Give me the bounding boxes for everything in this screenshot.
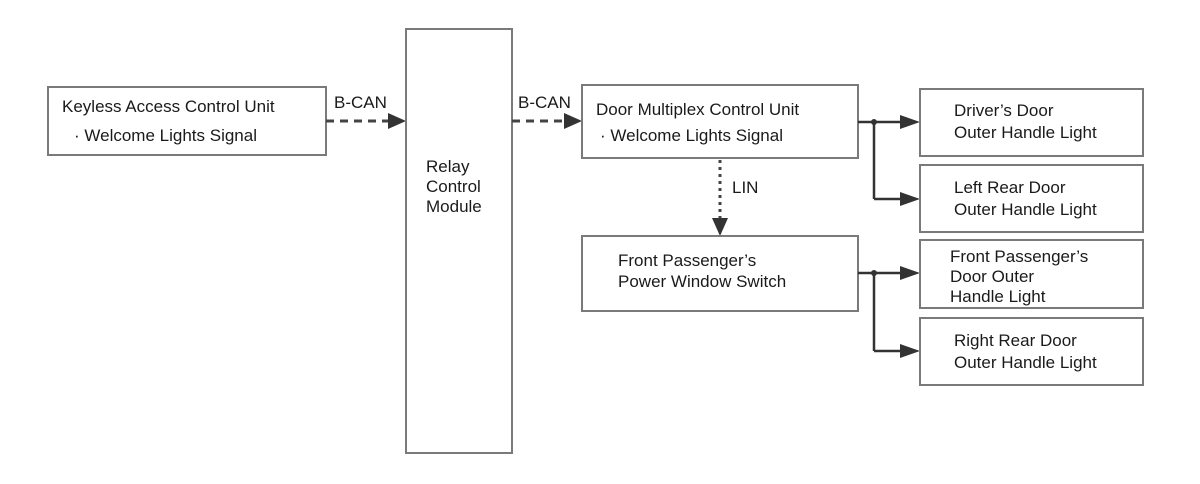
left-rear-light-line1: Left Rear Door [954,178,1066,197]
relay-module-line2: Control [426,177,481,196]
bcan-label-left: B-CAN [334,93,387,112]
keyless-unit-signal: · Welcome Lights Signal [74,126,257,145]
right-rear-door-handle-light-box: Right Rear Door Outer Handle Light [919,317,1144,386]
bcan-label-right: B-CAN [518,93,571,112]
driver-light-line1: Driver’s Door [954,101,1054,120]
door-multiplex-title: Door Multiplex Control Unit [596,100,799,119]
left-rear-light-line2: Outer Handle Light [954,200,1097,219]
keyless-unit-title: Keyless Access Control Unit [62,97,275,116]
relay-module-line1: Relay [426,157,470,176]
bcan-left-arrowhead [388,113,406,129]
front-passenger-light-line2: Door Outer [950,267,1034,286]
front-passenger-door-arrowhead [900,266,920,280]
lin-label: LIN [732,178,758,197]
driver-door-arrowhead [900,115,920,129]
door-multiplex-control-unit-box: Door Multiplex Control Unit · Welcome Li… [581,84,859,159]
left-rear-arrowhead [900,192,920,206]
relay-control-module-box: Relay Control Module [405,28,513,454]
keyless-access-control-unit-box: Keyless Access Control Unit · Welcome Li… [47,86,327,156]
right-rear-light-line2: Outer Handle Light [954,353,1097,372]
right-rear-arrowhead [900,344,920,358]
front-passenger-light-line1: Front Passenger’s [950,247,1088,266]
relay-module-line3: Module [426,197,482,216]
right-rear-light-line1: Right Rear Door [954,331,1077,350]
driver-door-handle-light-box: Driver’s Door Outer Handle Light [919,88,1144,157]
left-rear-door-handle-light-box: Left Rear Door Outer Handle Light [919,164,1144,233]
bcan-right-arrowhead [564,113,582,129]
front-passenger-power-window-switch-box: Front Passenger’s Power Window Switch [581,235,859,312]
passenger-switch-line1: Front Passenger’s [618,251,756,270]
lin-arrowhead [712,218,728,236]
driver-light-line2: Outer Handle Light [954,123,1097,142]
door-multiplex-signal: · Welcome Lights Signal [600,126,783,145]
passenger-switch-line2: Power Window Switch [618,272,786,291]
front-passenger-light-line3: Handle Light [950,287,1046,306]
front-passenger-door-handle-light-box: Front Passenger’s Door Outer Handle Ligh… [919,239,1144,309]
